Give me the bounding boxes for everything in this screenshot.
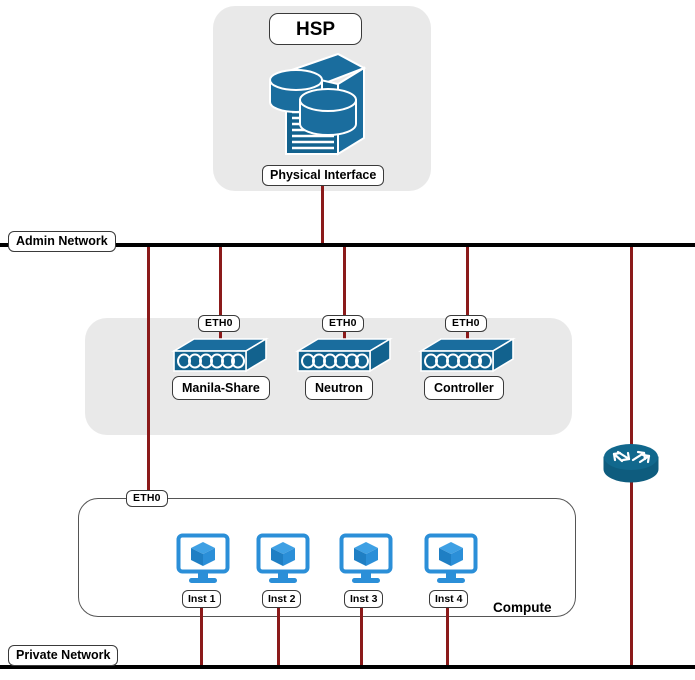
wire-inst3-to-private [360,607,363,668]
instance-monitor-icon [424,533,478,585]
wire-admin-to-manila-share [219,245,222,350]
wire-inst2-to-private [277,607,280,668]
wire-inst1-to-private [200,607,203,668]
admin-network-label: Admin Network [8,231,116,252]
manila-share-eth0-label: ETH0 [198,315,240,332]
instance-3-label: Inst 3 [344,590,384,608]
switch-icon [417,337,517,375]
instance-monitor-icon [339,533,393,585]
private-network-label: Private Network [8,645,119,666]
compute-eth0-label: ETH0 [126,490,168,507]
switch-icon [294,337,394,375]
private-network-bus [0,665,695,669]
wire-admin-to-controller [466,245,469,350]
instance-1-label: Inst 1 [182,590,222,608]
wire-hsp-to-admin [321,185,324,245]
router-icon [602,443,660,485]
compute-panel [78,498,576,617]
admin-network-bus [0,243,695,247]
hsp-title: HSP [269,13,363,45]
neutron-eth0-label: ETH0 [322,315,364,332]
switch-icon [170,337,270,375]
controller-label: Controller [424,376,504,400]
instance-monitor-icon [176,533,230,585]
wire-admin-to-neutron [343,245,346,350]
server-storage-icon [256,50,368,160]
instance-2-label: Inst 2 [262,590,302,608]
controller-eth0-label: ETH0 [445,315,487,332]
compute-caption: Compute [493,600,552,615]
instance-4-label: Inst 4 [429,590,469,608]
wire-admin-to-compute-eth0 [147,245,150,501]
manila-share-label: Manila-Share [172,376,270,400]
wire-inst4-to-private [446,607,449,668]
neutron-label: Neutron [305,376,373,400]
instance-monitor-icon [256,533,310,585]
physical-interface-label: Physical Interface [262,165,385,186]
